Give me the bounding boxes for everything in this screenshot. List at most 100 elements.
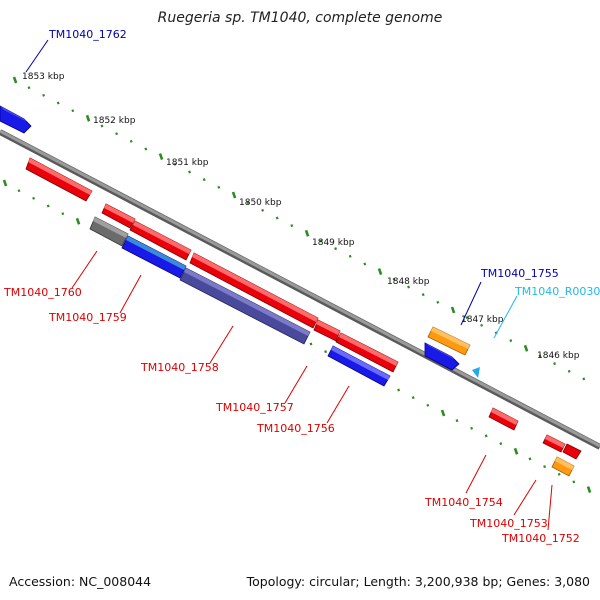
major-tick	[2, 179, 8, 187]
gene-tm1757b[interactable]	[313, 319, 341, 342]
minor-tick	[421, 293, 425, 297]
minor-tick	[470, 426, 474, 430]
gene-tm1757[interactable]	[189, 252, 319, 329]
gene-label-tm1752[interactable]: TM1040_1752	[501, 532, 580, 545]
major-tick	[450, 306, 456, 314]
scale-label: 1850 kbp	[239, 198, 282, 208]
gene-label-tm1762[interactable]: TM1040_1762	[48, 28, 127, 41]
topology-text: Topology: circular; Length: 3,200,938 bp…	[246, 574, 590, 589]
scale-ticks-outer	[12, 76, 586, 381]
scale-label: 1848 kbp	[387, 277, 430, 287]
gene-tm1754[interactable]	[488, 407, 519, 431]
gene-label-tm1758[interactable]: TM1040_1758	[140, 361, 219, 374]
minor-tick	[411, 396, 415, 400]
minor-tick	[363, 262, 367, 266]
gene-tm1756[interactable]	[327, 345, 391, 387]
accession-text: Accession: NC_008044	[9, 574, 151, 589]
minor-tick	[528, 457, 532, 461]
gene-tm1758[interactable]	[179, 267, 311, 345]
gene-tm1753[interactable]	[542, 434, 566, 453]
major-tick	[158, 153, 164, 161]
minor-tick	[426, 403, 430, 407]
minor-tick	[217, 185, 221, 189]
minor-tick	[538, 354, 542, 358]
minor-tick	[17, 189, 21, 193]
minor-tick	[557, 472, 561, 476]
gene-tm1759-blue[interactable]	[121, 235, 187, 279]
minor-tick	[71, 109, 75, 113]
minor-tick	[290, 224, 294, 228]
minor-tick	[436, 300, 440, 304]
minor-tick	[188, 170, 192, 174]
minor-tick	[334, 247, 338, 251]
leader-lines	[25, 39, 553, 531]
major-tick	[377, 268, 383, 276]
gene-tm1755[interactable]	[424, 342, 460, 371]
minor-tick	[480, 323, 484, 327]
minor-tick	[567, 369, 571, 373]
minor-tick	[32, 196, 36, 200]
minor-tick	[309, 342, 313, 346]
minor-tick	[275, 216, 279, 220]
minor-tick	[261, 208, 265, 212]
minor-tick	[42, 93, 46, 97]
major-tick	[231, 191, 237, 199]
minor-tick	[27, 86, 31, 90]
major-tick	[85, 114, 91, 122]
genome-backbone-highlight	[0, 129, 600, 448]
gene-tm1760-grey[interactable]	[89, 216, 129, 247]
scale-label: 1852 kbp	[93, 116, 136, 126]
minor-tick	[455, 419, 459, 423]
major-tick	[586, 486, 592, 494]
minor-tick	[56, 101, 60, 105]
minor-tick	[246, 201, 250, 205]
minor-tick	[324, 350, 328, 354]
minor-tick	[319, 239, 323, 243]
gene-label-tm1759[interactable]: TM1040_1759	[48, 311, 127, 324]
scale-label: 1846 kbp	[537, 351, 580, 361]
major-tick	[513, 447, 519, 455]
gene-tm1755-orange[interactable]	[427, 326, 471, 356]
minor-tick	[144, 147, 148, 151]
gene-label-tm1753[interactable]: TM1040_1753	[469, 517, 548, 530]
gene-tm1756-red[interactable]	[335, 332, 399, 373]
minor-tick	[115, 132, 119, 136]
major-tick	[523, 344, 529, 352]
gene-r0030[interactable]	[472, 367, 480, 378]
gene-label-tm1755[interactable]: TM1040_1755	[480, 267, 559, 280]
minor-tick	[202, 178, 206, 182]
minor-tick	[499, 442, 503, 446]
minor-tick	[509, 339, 513, 343]
gene-tm1759b[interactable]	[129, 220, 192, 261]
gene-label-tm1756[interactable]: TM1040_1756	[256, 422, 335, 435]
minor-tick	[397, 388, 401, 392]
major-tick	[75, 217, 81, 225]
gene-label-tm1760[interactable]: TM1040_1760	[3, 286, 82, 299]
scale-label: 1851 kbp	[166, 158, 209, 168]
minor-tick	[465, 316, 469, 320]
minor-tick	[173, 162, 177, 166]
gene-tm1759[interactable]	[101, 203, 136, 229]
major-tick	[304, 229, 310, 237]
gene-tm1760[interactable]	[25, 157, 93, 202]
gene-tm1762[interactable]	[0, 105, 32, 134]
scale-label: 1849 kbp	[312, 238, 355, 248]
minor-tick	[61, 212, 65, 216]
gene-tm1752[interactable]	[551, 456, 575, 477]
major-tick	[440, 409, 446, 417]
minor-tick	[582, 377, 586, 381]
scale-label: 1847 kbp	[461, 315, 504, 325]
minor-tick	[100, 124, 104, 128]
gene-label-tm1754[interactable]: TM1040_1754	[424, 496, 503, 509]
major-tick	[12, 76, 18, 84]
minor-tick	[484, 434, 488, 438]
minor-tick	[392, 277, 396, 281]
minor-tick	[407, 285, 411, 289]
minor-tick	[572, 480, 576, 484]
gene-label-r0030[interactable]: TM1040_R0030	[514, 285, 600, 298]
gene-tm1752-red[interactable]	[562, 443, 582, 460]
gene-label-tm1757[interactable]: TM1040_1757	[215, 401, 294, 414]
minor-tick	[129, 139, 133, 143]
scale-label: 1853 kbp	[22, 72, 65, 82]
